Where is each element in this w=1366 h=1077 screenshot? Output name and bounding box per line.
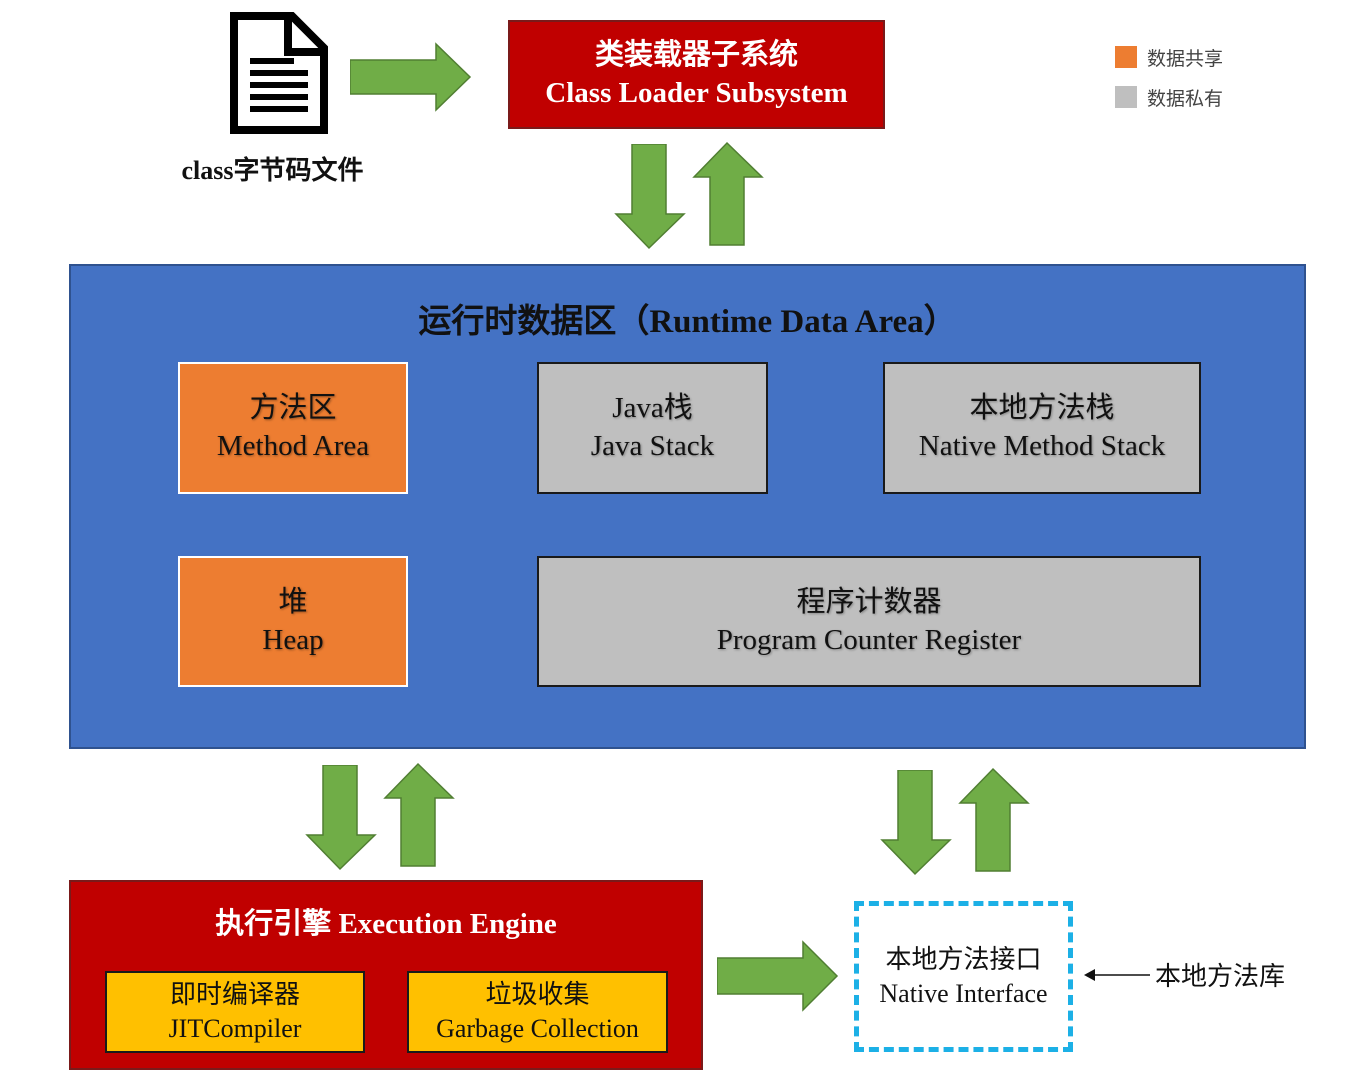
arrow-right-icon xyxy=(716,940,839,1012)
legend-swatch-shared xyxy=(1115,46,1137,68)
legend: 数据共享 数据私有 xyxy=(1115,44,1255,114)
java-stack-box: Java栈 Java Stack xyxy=(537,362,768,494)
class-loader-title-cn: 类装载器子系统 xyxy=(594,38,798,71)
runtime-data-area-title: 运行时数据区（Runtime Data Area） xyxy=(418,304,957,340)
java-stack-en: Java Stack xyxy=(590,430,715,462)
arrow-up-icon xyxy=(383,762,455,868)
legend-label-private: 数据私有 xyxy=(1147,87,1224,110)
legend-label-shared: 数据共享 xyxy=(1147,47,1224,70)
runtime-data-area: 运行时数据区（Runtime Data Area） 方法区 Method Are… xyxy=(69,264,1306,749)
class-loader-subsystem: 类装载器子系统 Class Loader Subsystem xyxy=(508,20,885,129)
native-library-label: 本地方法库 xyxy=(1155,962,1286,991)
native-library-connector xyxy=(1082,964,1152,986)
legend-swatch-private xyxy=(1115,86,1137,108)
jit-compiler-cn: 即时编译器 xyxy=(169,980,300,1010)
class-file-label: class字节码文件 xyxy=(181,156,364,185)
class-loader-title-en: Class Loader Subsystem xyxy=(545,76,848,109)
heap-en: Heap xyxy=(262,623,324,656)
native-interface-box: 本地方法接口 Native Interface xyxy=(854,901,1073,1052)
native-interface-en: Native Interface xyxy=(879,978,1048,1008)
heap-cn: 堆 xyxy=(278,585,308,618)
arrow-up-icon xyxy=(958,767,1030,873)
native-method-stack-box: 本地方法栈 Native Method Stack xyxy=(883,362,1201,494)
class-file-icon xyxy=(230,12,328,134)
method-area-cn: 方法区 xyxy=(249,392,337,425)
jit-compiler-en: JITCompiler xyxy=(168,1014,302,1043)
garbage-collection-en: Garbage Collection xyxy=(436,1014,639,1043)
execution-engine: 执行引擎 Execution Engine 即时编译器 JITCompiler … xyxy=(69,880,703,1070)
garbage-collection-cn: 垃圾收集 xyxy=(485,980,590,1010)
arrow-down-icon xyxy=(880,769,952,876)
execution-engine-title: 执行引擎 Execution Engine xyxy=(215,908,557,940)
garbage-collection-box: 垃圾收集 Garbage Collection xyxy=(407,971,668,1053)
pc-register-en: Program Counter Register xyxy=(716,623,1022,656)
heap-box: 堆 Heap xyxy=(178,556,408,687)
arrow-right-icon xyxy=(349,42,472,112)
pc-register-box: 程序计数器 Program Counter Register xyxy=(537,556,1201,687)
native-stack-en: Native Method Stack xyxy=(918,430,1166,462)
native-stack-cn: 本地方法栈 xyxy=(969,392,1115,425)
jit-compiler-box: 即时编译器 JITCompiler xyxy=(105,971,365,1053)
arrow-down-icon xyxy=(614,143,686,250)
pc-register-cn: 程序计数器 xyxy=(796,585,942,618)
method-area-en: Method Area xyxy=(216,430,370,462)
method-area-box: 方法区 Method Area xyxy=(178,362,408,494)
arrow-up-icon xyxy=(692,141,764,247)
arrow-down-icon xyxy=(305,764,377,871)
native-interface-cn: 本地方法接口 xyxy=(885,944,1042,974)
java-stack-cn: Java栈 xyxy=(612,392,693,425)
